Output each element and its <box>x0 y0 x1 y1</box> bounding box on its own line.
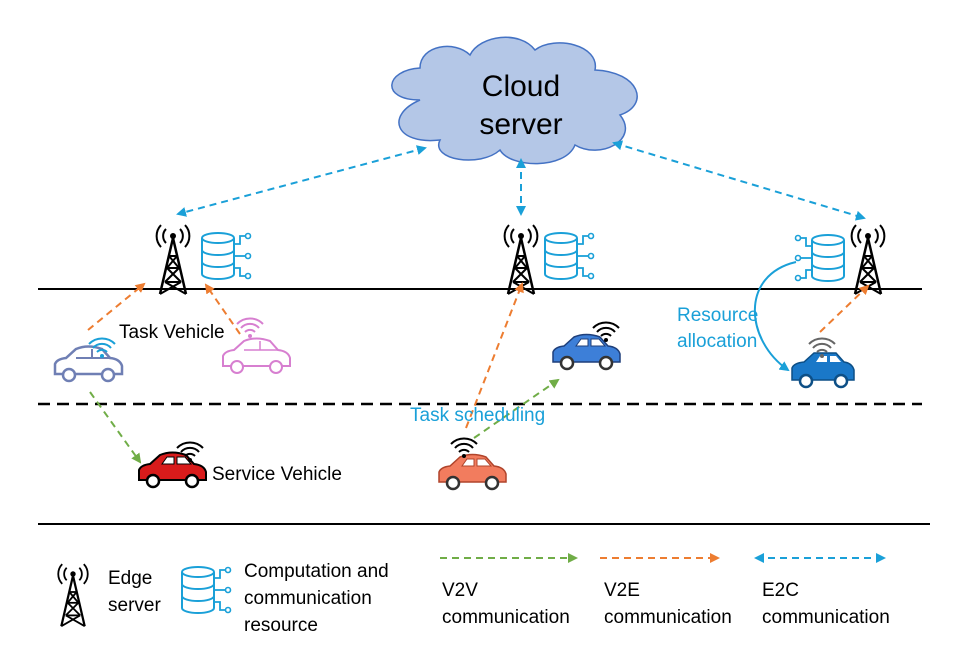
resource-allocation-label-2: allocation <box>677 331 758 352</box>
service-vehicle-car-icon <box>138 451 207 489</box>
edge-server-tower-icon <box>155 223 191 296</box>
wifi-icon <box>236 317 264 339</box>
cloud-label-line2: server <box>479 107 563 141</box>
database-icon <box>794 234 845 282</box>
legend-v2e-line1: V2E <box>604 580 640 601</box>
v2e-arrow <box>204 283 241 335</box>
blue-car-icon <box>552 333 621 371</box>
legend-v2v-line2: communication <box>442 607 570 628</box>
legend-resource-line3: resource <box>244 615 318 636</box>
resource-allocation-label-1: Resource <box>677 305 759 326</box>
cloud-icon <box>391 36 638 165</box>
legend-resource-line2: communication <box>244 588 372 609</box>
v2v-arrow <box>89 391 142 464</box>
cloud-label-line1: Cloud <box>481 70 561 103</box>
v2v-arrow <box>473 378 560 439</box>
task-vehicle-car-icon <box>53 345 124 383</box>
service-vehicle-label: Service Vehicle <box>212 464 342 485</box>
legend-v2e-line2: communication <box>604 607 732 628</box>
task-scheduling-label: Task scheduling <box>410 405 546 426</box>
blue-car-icon <box>791 352 855 389</box>
v2e-arrow <box>87 282 146 331</box>
e2c-arrow <box>612 140 866 221</box>
legend-tower-icon <box>57 562 89 628</box>
task-vehicle-faded-car-icon <box>222 337 291 374</box>
database-icon <box>201 232 252 280</box>
legend-e2c-line2: communication <box>762 607 890 628</box>
resource-allocation-arrow <box>753 261 797 372</box>
edge-server-tower-icon <box>503 223 539 296</box>
legend-resource-line1: Computation and <box>244 561 389 582</box>
v2e-arrow <box>819 284 870 333</box>
cloud-server-label: Cloud server <box>462 68 580 143</box>
legend-edge-server-line2: server <box>108 595 161 616</box>
legend-e2c-line1: E2C <box>762 580 799 601</box>
task-vehicle-label: Task Vehicle <box>119 322 225 343</box>
e2c-arrow <box>176 145 427 217</box>
edge-server-tower-icon <box>850 223 886 296</box>
database-icon <box>544 232 595 280</box>
legend-database-icon <box>181 566 232 614</box>
legend-edge-server-line1: Edge <box>108 568 153 589</box>
v2e-arrow <box>465 282 524 429</box>
orange-car-icon <box>438 453 507 491</box>
legend-v2v-line1: V2V <box>442 580 478 601</box>
